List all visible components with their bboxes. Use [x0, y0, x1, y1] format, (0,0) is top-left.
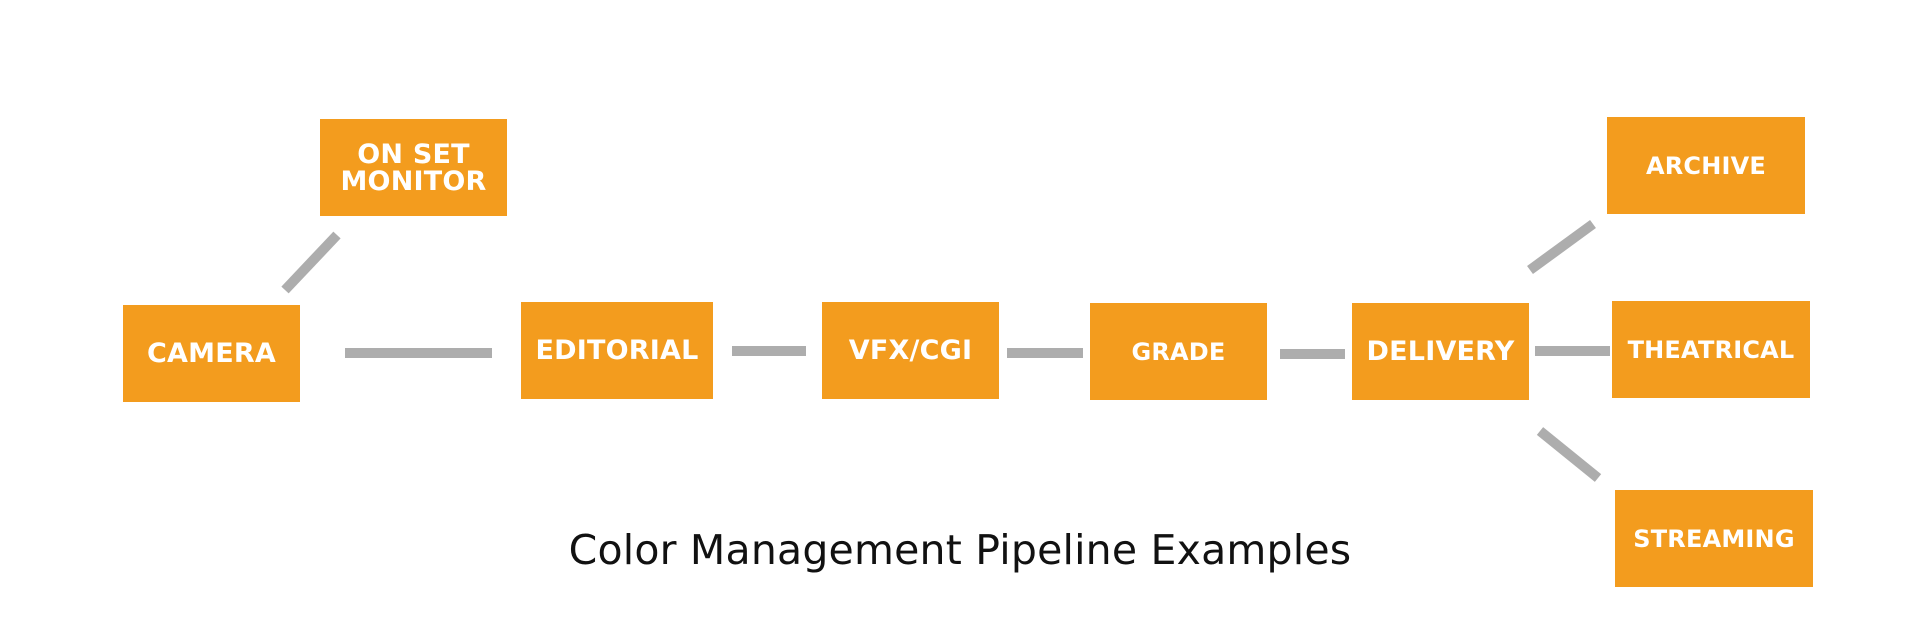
connector-delivery-streaming — [1536, 427, 1602, 482]
connector-delivery-archive — [1527, 219, 1596, 275]
node-label: ON SET MONITOR — [340, 138, 487, 197]
node-label: ARCHIVE — [1645, 151, 1767, 180]
node-label: VFX/CGI — [848, 335, 973, 366]
node-on-set-monitor: ON SET MONITOR — [320, 119, 507, 216]
node-theatrical: THEATRICAL — [1612, 301, 1810, 398]
node-label: DELIVERY — [1366, 336, 1515, 367]
node-delivery: DELIVERY — [1352, 303, 1529, 400]
node-label: EDITORIAL — [535, 335, 699, 366]
node-label: THEATRICAL — [1627, 335, 1795, 364]
connector-camera-on-set-monitor — [281, 231, 341, 294]
node-streaming: STREAMING — [1615, 490, 1813, 587]
node-camera: CAMERA — [123, 305, 300, 402]
node-editorial: EDITORIAL — [521, 302, 713, 399]
node-grade: GRADE — [1090, 303, 1267, 400]
node-vfx-cgi: VFX/CGI — [822, 302, 999, 399]
node-label: CAMERA — [147, 338, 276, 369]
node-archive: ARCHIVE — [1607, 117, 1805, 214]
node-label: GRADE — [1131, 337, 1226, 366]
diagram-title: Color Management Pipeline Examples — [568, 526, 1352, 574]
node-label: STREAMING — [1633, 524, 1795, 553]
